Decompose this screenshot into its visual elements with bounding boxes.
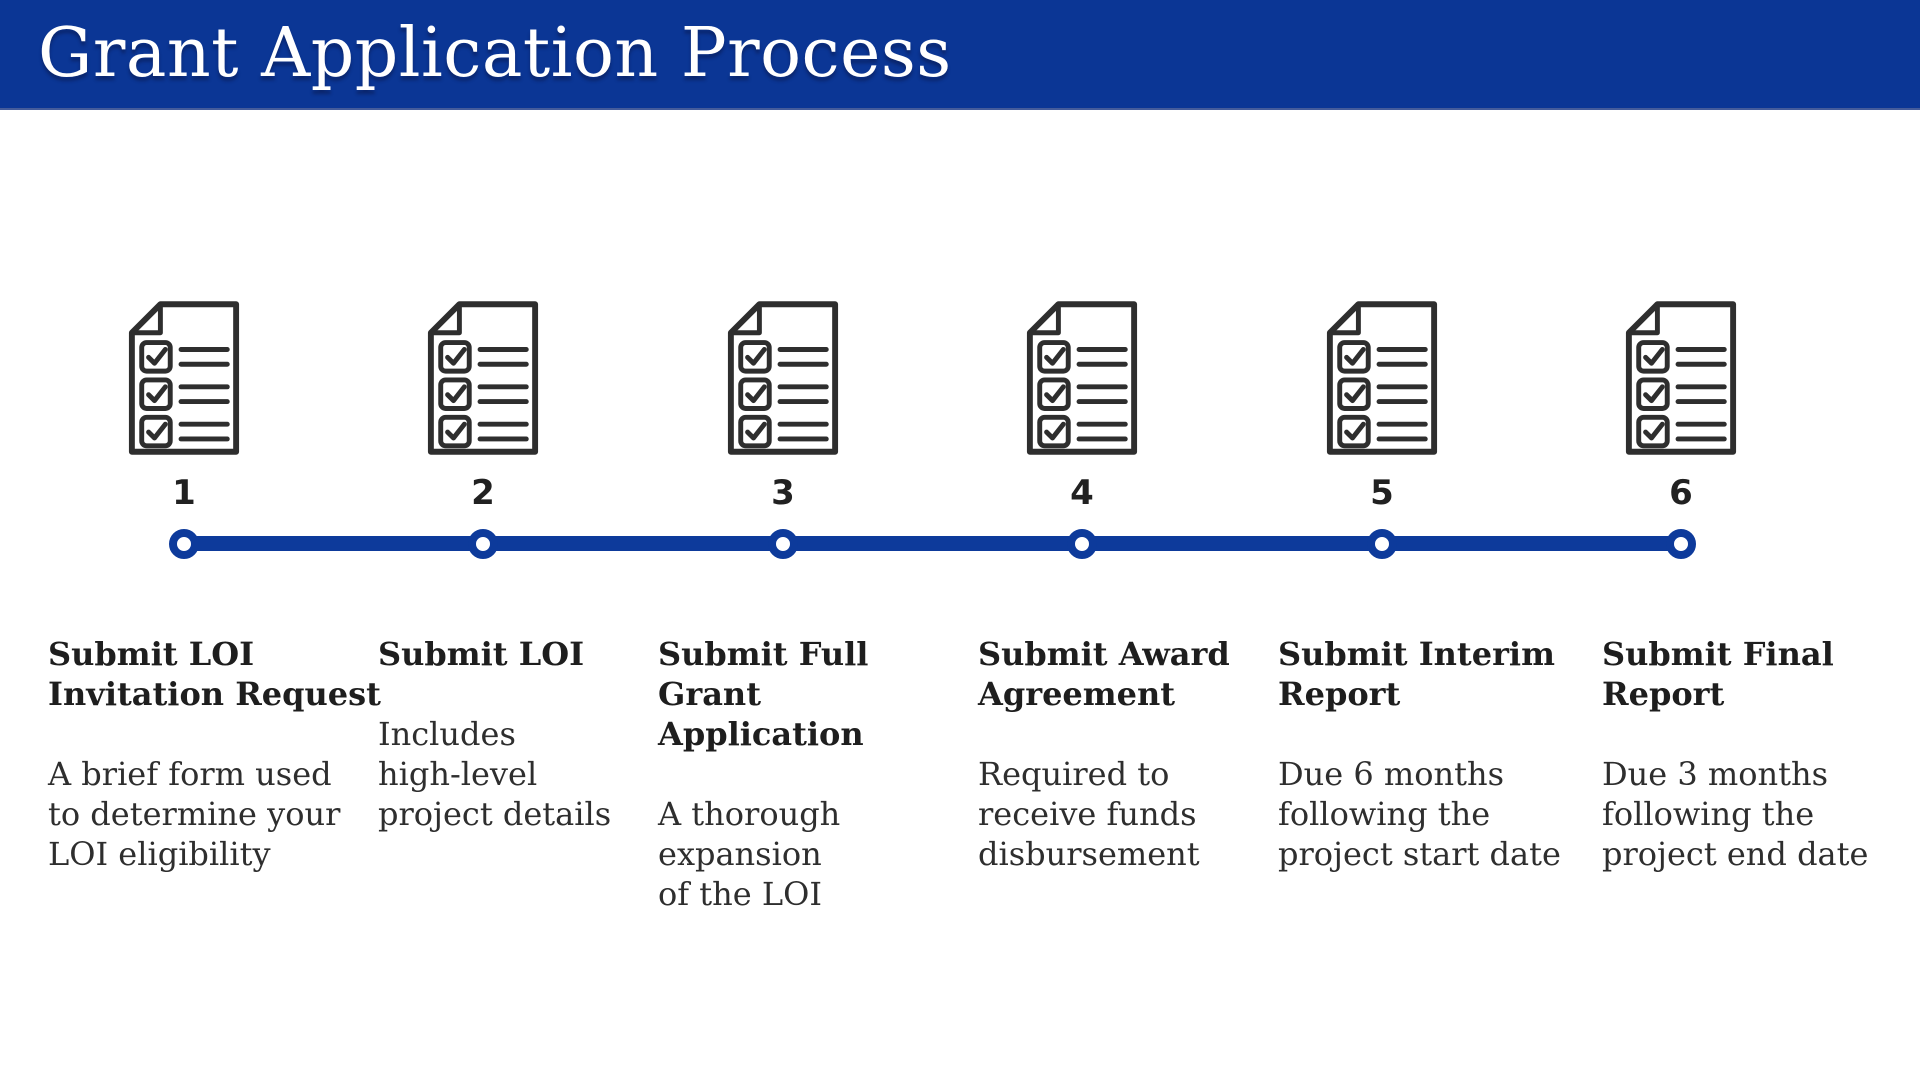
timeline-node	[1367, 529, 1397, 559]
step-description: A brief form used to determine your LOI …	[48, 755, 341, 873]
checklist-document-icon	[1023, 297, 1141, 459]
step-number: 4	[1070, 473, 1094, 513]
timeline-node	[169, 529, 199, 559]
step-number: 1	[172, 473, 196, 513]
step-item: Submit Award Agreement Required to recei…	[978, 594, 1230, 914]
step-item: Submit Full Grant Application A thorough…	[658, 594, 868, 954]
step-description: Due 6 months following the project start…	[1278, 755, 1561, 873]
page-title: Grant Application Process	[38, 14, 952, 93]
step-title: Submit LOI	[378, 635, 585, 673]
step-number: 5	[1370, 473, 1394, 513]
timeline-node	[1067, 529, 1097, 559]
step-description: Required to receive funds disbursement	[978, 755, 1200, 873]
step-title: Submit LOI Invitation Request	[48, 635, 381, 713]
timeline-node	[1666, 529, 1696, 559]
timeline-node	[468, 529, 498, 559]
step-title: Submit Award Agreement	[978, 635, 1230, 713]
step-description: Due 3 months following the project end d…	[1602, 755, 1869, 873]
step-description: A thorough expansion of the LOI	[658, 795, 841, 913]
checklist-document-icon	[1323, 297, 1441, 459]
checklist-document-icon	[1622, 297, 1740, 459]
step-title: Submit Interim Report	[1278, 635, 1555, 713]
step-item: Submit LOI Invitation Request A brief fo…	[48, 594, 381, 914]
step-description: Includes high-level project details	[378, 715, 612, 833]
checklist-document-icon	[724, 297, 842, 459]
step-item: Submit Final Report Due 3 months followi…	[1602, 594, 1868, 914]
checklist-document-icon	[424, 297, 542, 459]
step-number: 6	[1669, 473, 1693, 513]
checklist-document-icon	[125, 297, 243, 459]
step-item: Submit LOI Includes high-level project d…	[378, 594, 611, 874]
step-title: Submit Full Grant Application	[658, 635, 869, 753]
step-item: Submit Interim Report Due 6 months follo…	[1278, 594, 1561, 914]
timeline-node	[768, 529, 798, 559]
timeline-line	[184, 536, 1681, 551]
header-bar: Grant Application Process	[0, 0, 1920, 110]
step-number: 2	[471, 473, 495, 513]
step-title: Submit Final Report	[1602, 635, 1834, 713]
step-number: 3	[771, 473, 795, 513]
